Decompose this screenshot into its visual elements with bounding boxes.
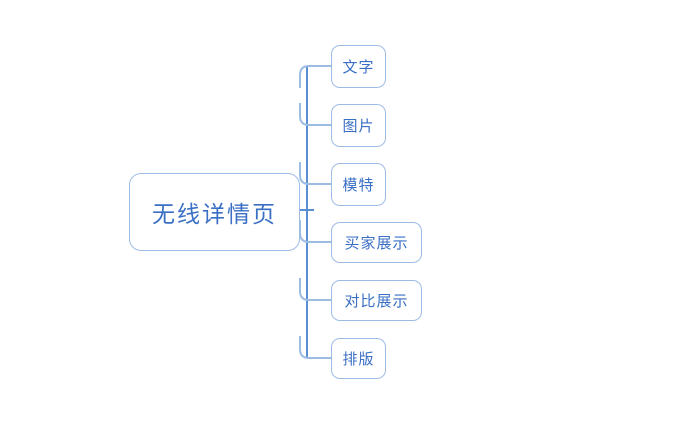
child-node-3[interactable]: 模特 (331, 163, 386, 206)
child-node-5-label: 对比展示 (344, 292, 409, 310)
child-node-3-label: 模特 (342, 176, 375, 194)
root-node[interactable]: 无线详情页 (129, 173, 300, 251)
child-node-5[interactable]: 对比展示 (331, 280, 422, 321)
child-node-4[interactable]: 买家展示 (331, 222, 422, 263)
child-node-1[interactable]: 文字 (331, 45, 386, 88)
child-node-4-label: 买家展示 (344, 234, 409, 252)
child-node-6[interactable]: 排版 (331, 338, 386, 379)
child-node-2-label: 图片 (342, 117, 375, 135)
child-node-1-label: 文字 (342, 58, 375, 76)
child-node-2[interactable]: 图片 (331, 104, 386, 147)
root-node-label: 无线详情页 (152, 202, 277, 228)
child-node-6-label: 排版 (342, 350, 375, 368)
